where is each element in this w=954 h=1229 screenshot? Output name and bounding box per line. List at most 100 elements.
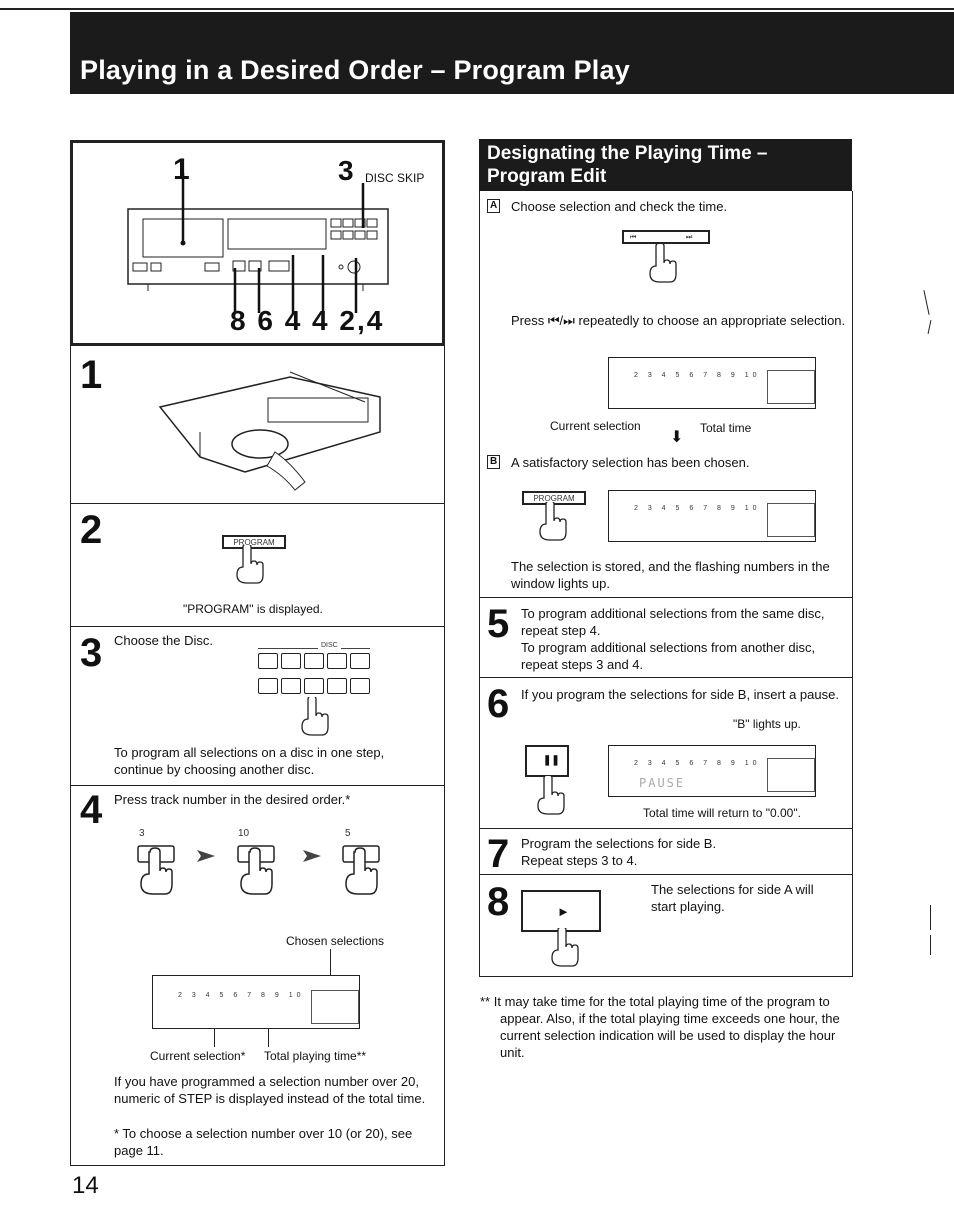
pointing-hand-icon [536, 776, 566, 816]
pointing-hand-icon [550, 928, 580, 968]
disc-label: DISC [318, 642, 341, 650]
step-5-number: 5 [487, 604, 509, 644]
step-divider-r2 [479, 677, 853, 678]
lcd-grid [767, 370, 815, 404]
step-2-number: 2 [80, 510, 102, 550]
banner-top-rule [0, 8, 954, 10]
page-number: 14 [72, 1172, 99, 1200]
step-8-text: The selections for side A will start pla… [651, 881, 841, 915]
disc-buttons-row-1[interactable] [258, 653, 373, 674]
step-3-note: To program all selections on a disc in o… [114, 744, 434, 778]
step-8-number: 8 [487, 882, 509, 922]
cd-tray-illustration [150, 362, 390, 502]
step-a-current-caption: Current selection [550, 419, 641, 434]
step-a-total-caption: Total time [700, 421, 751, 436]
down-arrow-icon: ⬇ [670, 430, 683, 446]
disc-key[interactable] [327, 678, 347, 694]
total-playing-caption: Total playing time** [264, 1049, 366, 1064]
step-3-text: Choose the Disc. [114, 632, 213, 649]
lcd-display-step-a: 2 3 4 5 6 7 8 9 10 [608, 357, 816, 409]
step-divider-1 [70, 503, 445, 504]
program-edit-heading: Designating the Playing Time – Program E… [479, 139, 852, 191]
disc-key[interactable] [350, 678, 370, 694]
step-6-text: If you program the selections for side B… [521, 686, 843, 703]
diagram-label-1: 1 [173, 153, 190, 187]
track-label-5: 5 [345, 830, 351, 838]
diagram-label-disc-skip: DISC SKIP [365, 171, 424, 185]
lcd-pause-text: PAUSE [639, 776, 685, 790]
pointing-hand-icon [235, 545, 265, 585]
b-lights-caption: "B" lights up. [733, 717, 801, 732]
step-b-text: A satisfactory selection has been chosen… [511, 454, 749, 471]
step-divider-2 [70, 626, 445, 627]
disc-key[interactable] [350, 653, 370, 669]
margin-mark [923, 290, 929, 315]
diagram-label-bottom: 8 6 4 4 2,4 [230, 305, 384, 337]
step-4-footnote: * To choose a selection number over 10 (… [114, 1125, 434, 1159]
pause-button[interactable]: ❚❚ [525, 745, 569, 777]
step-1-number: 1 [80, 355, 102, 395]
step-4-text: Press track number in the desired order.… [114, 791, 350, 808]
skip-prev-icon: ⏮ [630, 234, 636, 242]
pause-icon: ❚❚ [543, 755, 560, 766]
track-key-sequence [135, 838, 395, 903]
total-return-caption: Total time will return to "0.00". [643, 806, 801, 821]
chosen-selections-caption: Chosen selections [286, 934, 384, 949]
step-5-line1: To program additional selections from th… [521, 605, 843, 639]
step-a-text: Choose selection and check the time. [511, 198, 727, 215]
margin-mark [930, 935, 931, 955]
skip-next-icon: ⏭ [686, 234, 692, 242]
lcd-track-numbers: 2 3 4 5 6 7 8 9 10 [634, 505, 761, 513]
page-title: Playing in a Desired Order – Program Pla… [80, 55, 630, 86]
step-b-tag: B [487, 455, 500, 469]
step-a-tag: A [487, 199, 500, 213]
total-time-footnote: ** It may take time for the total playin… [480, 993, 842, 1061]
play-icon: ► [557, 904, 570, 919]
step-7-line2: Repeat steps 3 to 4. [521, 852, 637, 869]
step-3-number: 3 [80, 633, 102, 673]
skip-buttons[interactable]: ⏮ ⏭ [622, 230, 710, 244]
margin-mark [928, 320, 932, 334]
disc-key[interactable] [304, 653, 324, 669]
lcd-track-numbers: 2 3 4 5 6 7 8 9 10 [634, 760, 761, 768]
step-7-number: 7 [487, 834, 509, 874]
disc-buttons-row-2[interactable] [258, 678, 373, 699]
lcd-display-step-b: 2 3 4 5 6 7 8 9 10 [608, 490, 816, 542]
play-button[interactable]: ► [521, 890, 601, 932]
step-a-press: Press ⏮/⏭ repeatedly to choose an approp… [511, 312, 849, 329]
step-7-line1: Program the selections for side B. [521, 835, 716, 852]
step-4-number: 4 [80, 790, 102, 830]
current-selection-caption: Current selection* [150, 1049, 245, 1064]
step-divider-r3 [479, 828, 853, 829]
margin-mark [930, 905, 931, 930]
step-divider-3 [70, 785, 445, 786]
lcd-grid [767, 758, 815, 792]
step-b-stored: The selection is stored, and the flashin… [511, 558, 849, 592]
lcd-display-step4: 2 3 4 5 6 7 8 9 10 [152, 975, 360, 1029]
pointing-hand-icon [648, 244, 678, 284]
disc-key[interactable] [258, 678, 278, 694]
step-5-line2: To program additional selections from an… [521, 639, 851, 673]
lcd-grid [311, 990, 359, 1024]
disc-label-line [258, 648, 370, 649]
track-label-10: 10 [238, 830, 249, 838]
disc-key[interactable] [281, 653, 301, 669]
step-divider-r4 [479, 874, 853, 875]
disc-key[interactable] [304, 678, 324, 694]
program-displayed-caption: "PROGRAM" is displayed. [183, 602, 323, 617]
disc-key[interactable] [327, 653, 347, 669]
pointing-hand-icon [300, 697, 330, 737]
device-diagram-box: 1 3 DISC SKIP 8 6 4 4 2,4 [70, 140, 445, 346]
lcd-track-numbers: 2 3 4 5 6 7 8 9 10 [634, 372, 761, 380]
lcd-display-step6: 2 3 4 5 6 7 8 9 10 PAUSE [608, 745, 816, 797]
track-label-3: 3 [139, 830, 145, 838]
total-pointer-line [268, 1029, 269, 1047]
pointing-hand-icon [538, 502, 568, 542]
disc-key[interactable] [258, 653, 278, 669]
step-4-note: If you have programmed a selection numbe… [114, 1073, 434, 1107]
disc-key[interactable] [281, 678, 301, 694]
current-pointer-line [214, 1029, 215, 1047]
diagram-label-3: 3 [338, 155, 354, 187]
step-divider-r1 [479, 597, 853, 598]
step-6-number: 6 [487, 684, 509, 724]
